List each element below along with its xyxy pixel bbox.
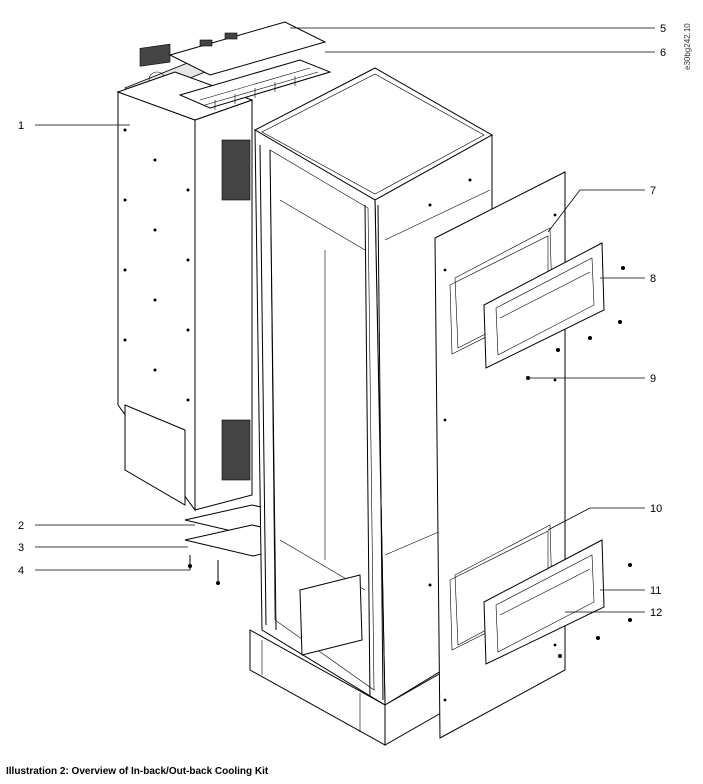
callout-10: 10 (650, 503, 662, 515)
callout-6: 6 (660, 47, 666, 59)
callout-11: 11 (650, 585, 661, 597)
document-id: e30bg242.10 (683, 23, 692, 70)
callout-2: 2 (18, 520, 24, 532)
lower-flange-kit (449, 530, 632, 665)
top-cover-assembly (168, 21, 332, 110)
upper-flange-kit (449, 235, 625, 380)
callout-3: 3 (18, 542, 24, 554)
callout-8: 8 (650, 273, 656, 285)
leader-lines (35, 27, 655, 613)
callout-4: 4 (18, 565, 24, 577)
callout-9: 9 (650, 373, 656, 385)
callout-1: 1 (18, 120, 24, 132)
figure-caption: Illustration 2: Overview of In-back/Out-… (6, 766, 269, 777)
callout-12: 12 (650, 607, 662, 619)
callout-7: 7 (650, 185, 656, 197)
callout-5: 5 (660, 23, 666, 35)
